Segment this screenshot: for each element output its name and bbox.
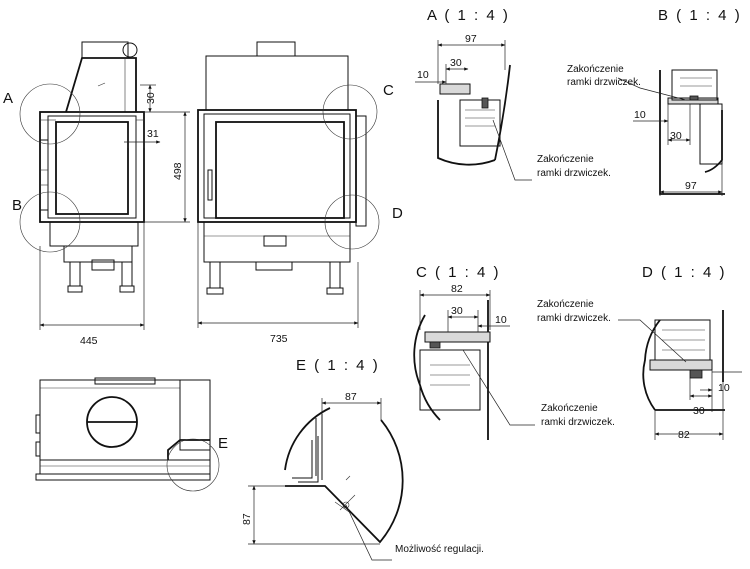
detail-D-dim-10: 10 <box>718 382 730 394</box>
dim-735: 735 <box>270 333 288 345</box>
detail-D-note-2: ramki drzwiczek. <box>537 313 611 324</box>
detail-D-dim-82: 82 <box>678 429 690 441</box>
detail-E-dim-87-left: 87 <box>241 513 253 525</box>
label-D: D <box>392 205 403 222</box>
detail-E-note: Możliwość regulacji. <box>395 544 484 555</box>
detail-A-dim-30: 30 <box>450 57 462 69</box>
detail-B-note-2: ramki drzwiczek. <box>567 77 641 88</box>
detail-C-title: C ( 1 : 4 ) <box>416 264 501 281</box>
top-view: E <box>35 377 228 492</box>
detail-C: C ( 1 : 4 ) 82 30 10 Zakończenie ramki d… <box>413 264 615 440</box>
detail-E: E ( 1 : 4 ) 87 87 Możliwość regulacji. <box>241 357 484 561</box>
detail-C-dim-82: 82 <box>451 283 463 295</box>
detail-B-dim-97: 97 <box>685 180 697 192</box>
detail-C-note-2: ramki drzwiczek. <box>541 417 615 428</box>
detail-B-note-1: Zakończenie <box>567 64 624 75</box>
detail-A-dim-10: 10 <box>417 69 429 81</box>
label-E: E <box>218 435 228 452</box>
front-view: A B 498 30 31 445 <box>3 41 190 347</box>
detail-E-title: E ( 1 : 4 ) <box>296 357 380 374</box>
detail-E-dim-87-top: 87 <box>345 391 357 403</box>
side-view: C D 735 <box>197 41 403 345</box>
dim-31: 31 <box>147 128 159 140</box>
detail-D-note-1: Zakończenie <box>537 299 594 310</box>
detail-D: D ( 1 : 4 ) 10 30 82 Zakończenie ramki d… <box>537 264 742 441</box>
detail-A-note-1: Zakończenie <box>537 154 594 165</box>
detail-A-title: A ( 1 : 4 ) <box>427 7 510 24</box>
label-C: C <box>383 82 394 99</box>
dim-498: 498 <box>172 162 184 180</box>
detail-D-title: D ( 1 : 4 ) <box>642 264 727 281</box>
detail-B-dim-10: 10 <box>634 109 646 121</box>
detail-C-note-1: Zakończenie <box>541 403 598 414</box>
detail-B-title: B ( 1 : 4 ) <box>658 7 742 24</box>
label-A: A <box>3 90 13 107</box>
dim-445: 445 <box>80 335 98 347</box>
detail-B-dim-30: 30 <box>670 130 682 142</box>
detail-A-note-2: ramki drzwiczek. <box>537 168 611 179</box>
detail-C-dim-30: 30 <box>451 305 463 317</box>
label-B: B <box>12 197 22 214</box>
detail-D-dim-30: 30 <box>693 405 705 417</box>
detail-B: B ( 1 : 4 ) 10 30 97 Zakończenie ramki d… <box>567 7 742 196</box>
dim-30: 30 <box>145 92 157 104</box>
detail-A-dim-97: 97 <box>465 33 477 45</box>
detail-C-dim-10: 10 <box>495 314 507 326</box>
detail-A: A ( 1 : 4 ) 97 30 10 Zakończenie ramki d… <box>415 7 611 181</box>
